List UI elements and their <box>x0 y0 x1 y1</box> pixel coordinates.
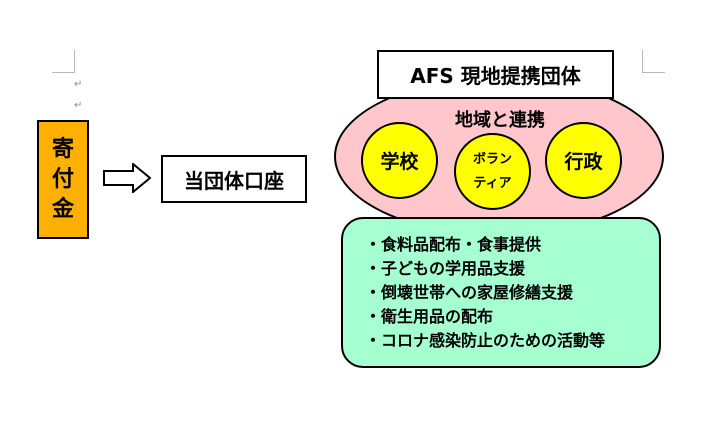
afs-partner-box: AFS 現地提携団体 <box>377 50 614 99</box>
paragraph-mark-icon: ↵ <box>74 79 83 90</box>
page-corner-top-right <box>642 50 665 73</box>
volunteer-circle: ボラン ティア <box>454 133 531 210</box>
activity-item: ・コロナ感染防止のための活動等 <box>365 331 606 350</box>
donation-box: 寄 付 金 <box>37 120 89 239</box>
volunteer-label-line1: ボラン <box>472 151 512 167</box>
page-corner-top-left <box>52 50 75 73</box>
account-box: 当団体口座 <box>161 155 307 203</box>
volunteer-label-line2: ティア <box>473 175 512 191</box>
activity-item: ・子どもの学用品支援 <box>365 259 526 278</box>
activity-item: ・食料品配布・食事提供 <box>365 235 542 254</box>
donation-char: 付 <box>51 166 74 192</box>
activities-box: ・食料品配布・食事提供 ・子どもの学用品支援 ・倒壊世帯への家屋修繕支援 ・衛生… <box>341 217 661 368</box>
school-label: 学校 <box>380 151 419 173</box>
activity-item: ・倒壊世帯への家屋修繕支援 <box>365 283 574 302</box>
region-label: 地域と連携 <box>455 110 545 131</box>
school-circle: 学校 <box>361 122 438 199</box>
paragraph-mark-icon: ↵ <box>74 100 83 111</box>
admin-circle: 行政 <box>545 122 622 199</box>
donation-char: 金 <box>51 196 74 222</box>
activity-item: ・衛生用品の配布 <box>365 307 494 326</box>
account-label: 当団体口座 <box>184 168 284 193</box>
arrow-right-icon <box>103 163 151 193</box>
donation-char: 寄 <box>51 136 74 162</box>
afs-partner-title: AFS 現地提携団体 <box>410 64 581 88</box>
admin-label: 行政 <box>564 151 603 173</box>
